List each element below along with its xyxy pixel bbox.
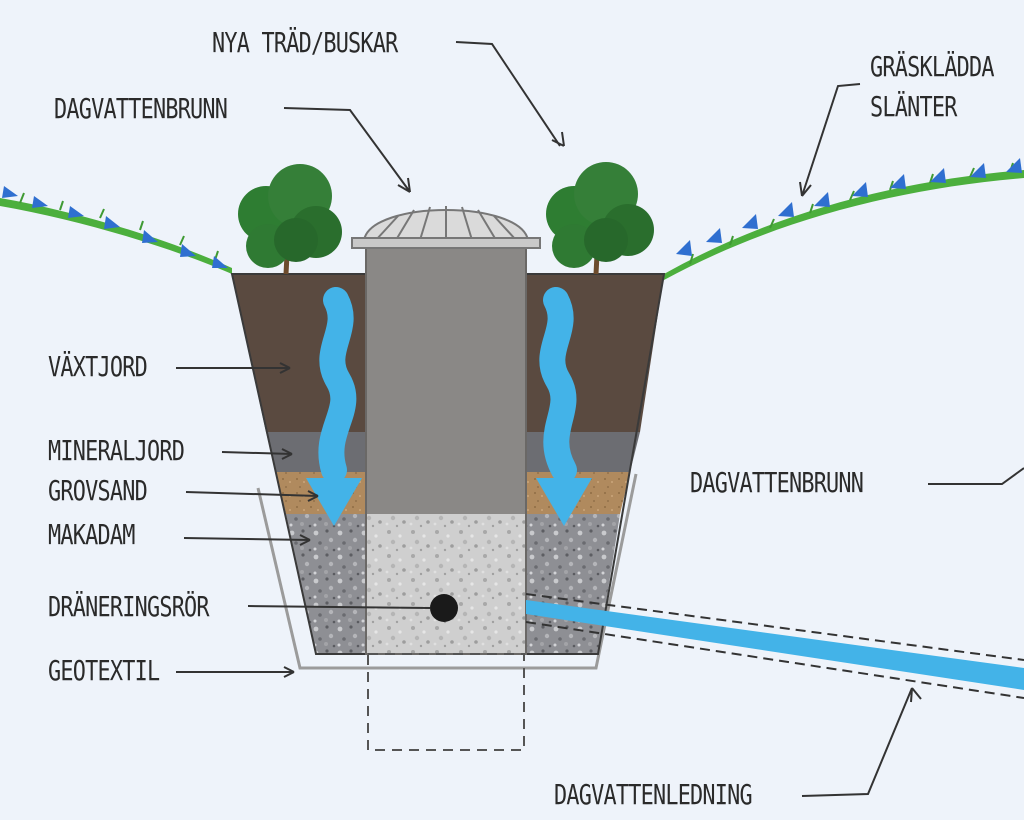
right-tree <box>546 162 654 275</box>
well-right-label: DAGVATTENBRUNN <box>690 466 864 499</box>
well-shaft-upper <box>366 240 526 514</box>
drain-pipe-label: DRÄNERINGSRÖR <box>48 590 210 623</box>
right-infiltration-arrow <box>536 287 592 526</box>
well-grate <box>351 206 541 249</box>
water-flow-triangles <box>2 158 1022 268</box>
macadam-label: MAKADAM <box>48 518 135 551</box>
left-infiltration-arrow <box>306 287 362 526</box>
mineral-soil-label: MINERALJORD <box>48 434 185 467</box>
topsoil-label: VÄXTJORD <box>48 350 148 383</box>
grass-slopes-label-line1: GRÄSKLÄDDA <box>870 50 994 83</box>
well-top-label: DAGVATTENBRUNN <box>54 92 228 125</box>
stormwater-pipe-casing <box>525 593 1024 699</box>
geotextile-label: GEOTEXTIL <box>48 654 160 687</box>
grass-slopes-label-line2: SLÄNTER <box>870 90 957 123</box>
right-grass-slope <box>664 170 1024 280</box>
drain-pipe-dot <box>430 594 458 622</box>
geotextile-outline <box>256 473 638 670</box>
coarse-sand-label: GROVSAND <box>48 474 148 507</box>
well-extension-dashed <box>367 653 525 751</box>
stormwater-pipe <box>526 600 1024 690</box>
leader-lines <box>176 41 1024 797</box>
left-tree <box>238 164 342 275</box>
left-grass-slope <box>0 198 232 274</box>
trees-label: NYA TRÄD/BUSKAR <box>212 26 398 59</box>
well-shaft-lower <box>366 514 526 654</box>
stormwater-pipe-label: DAGVATTENLEDNING <box>554 778 753 811</box>
